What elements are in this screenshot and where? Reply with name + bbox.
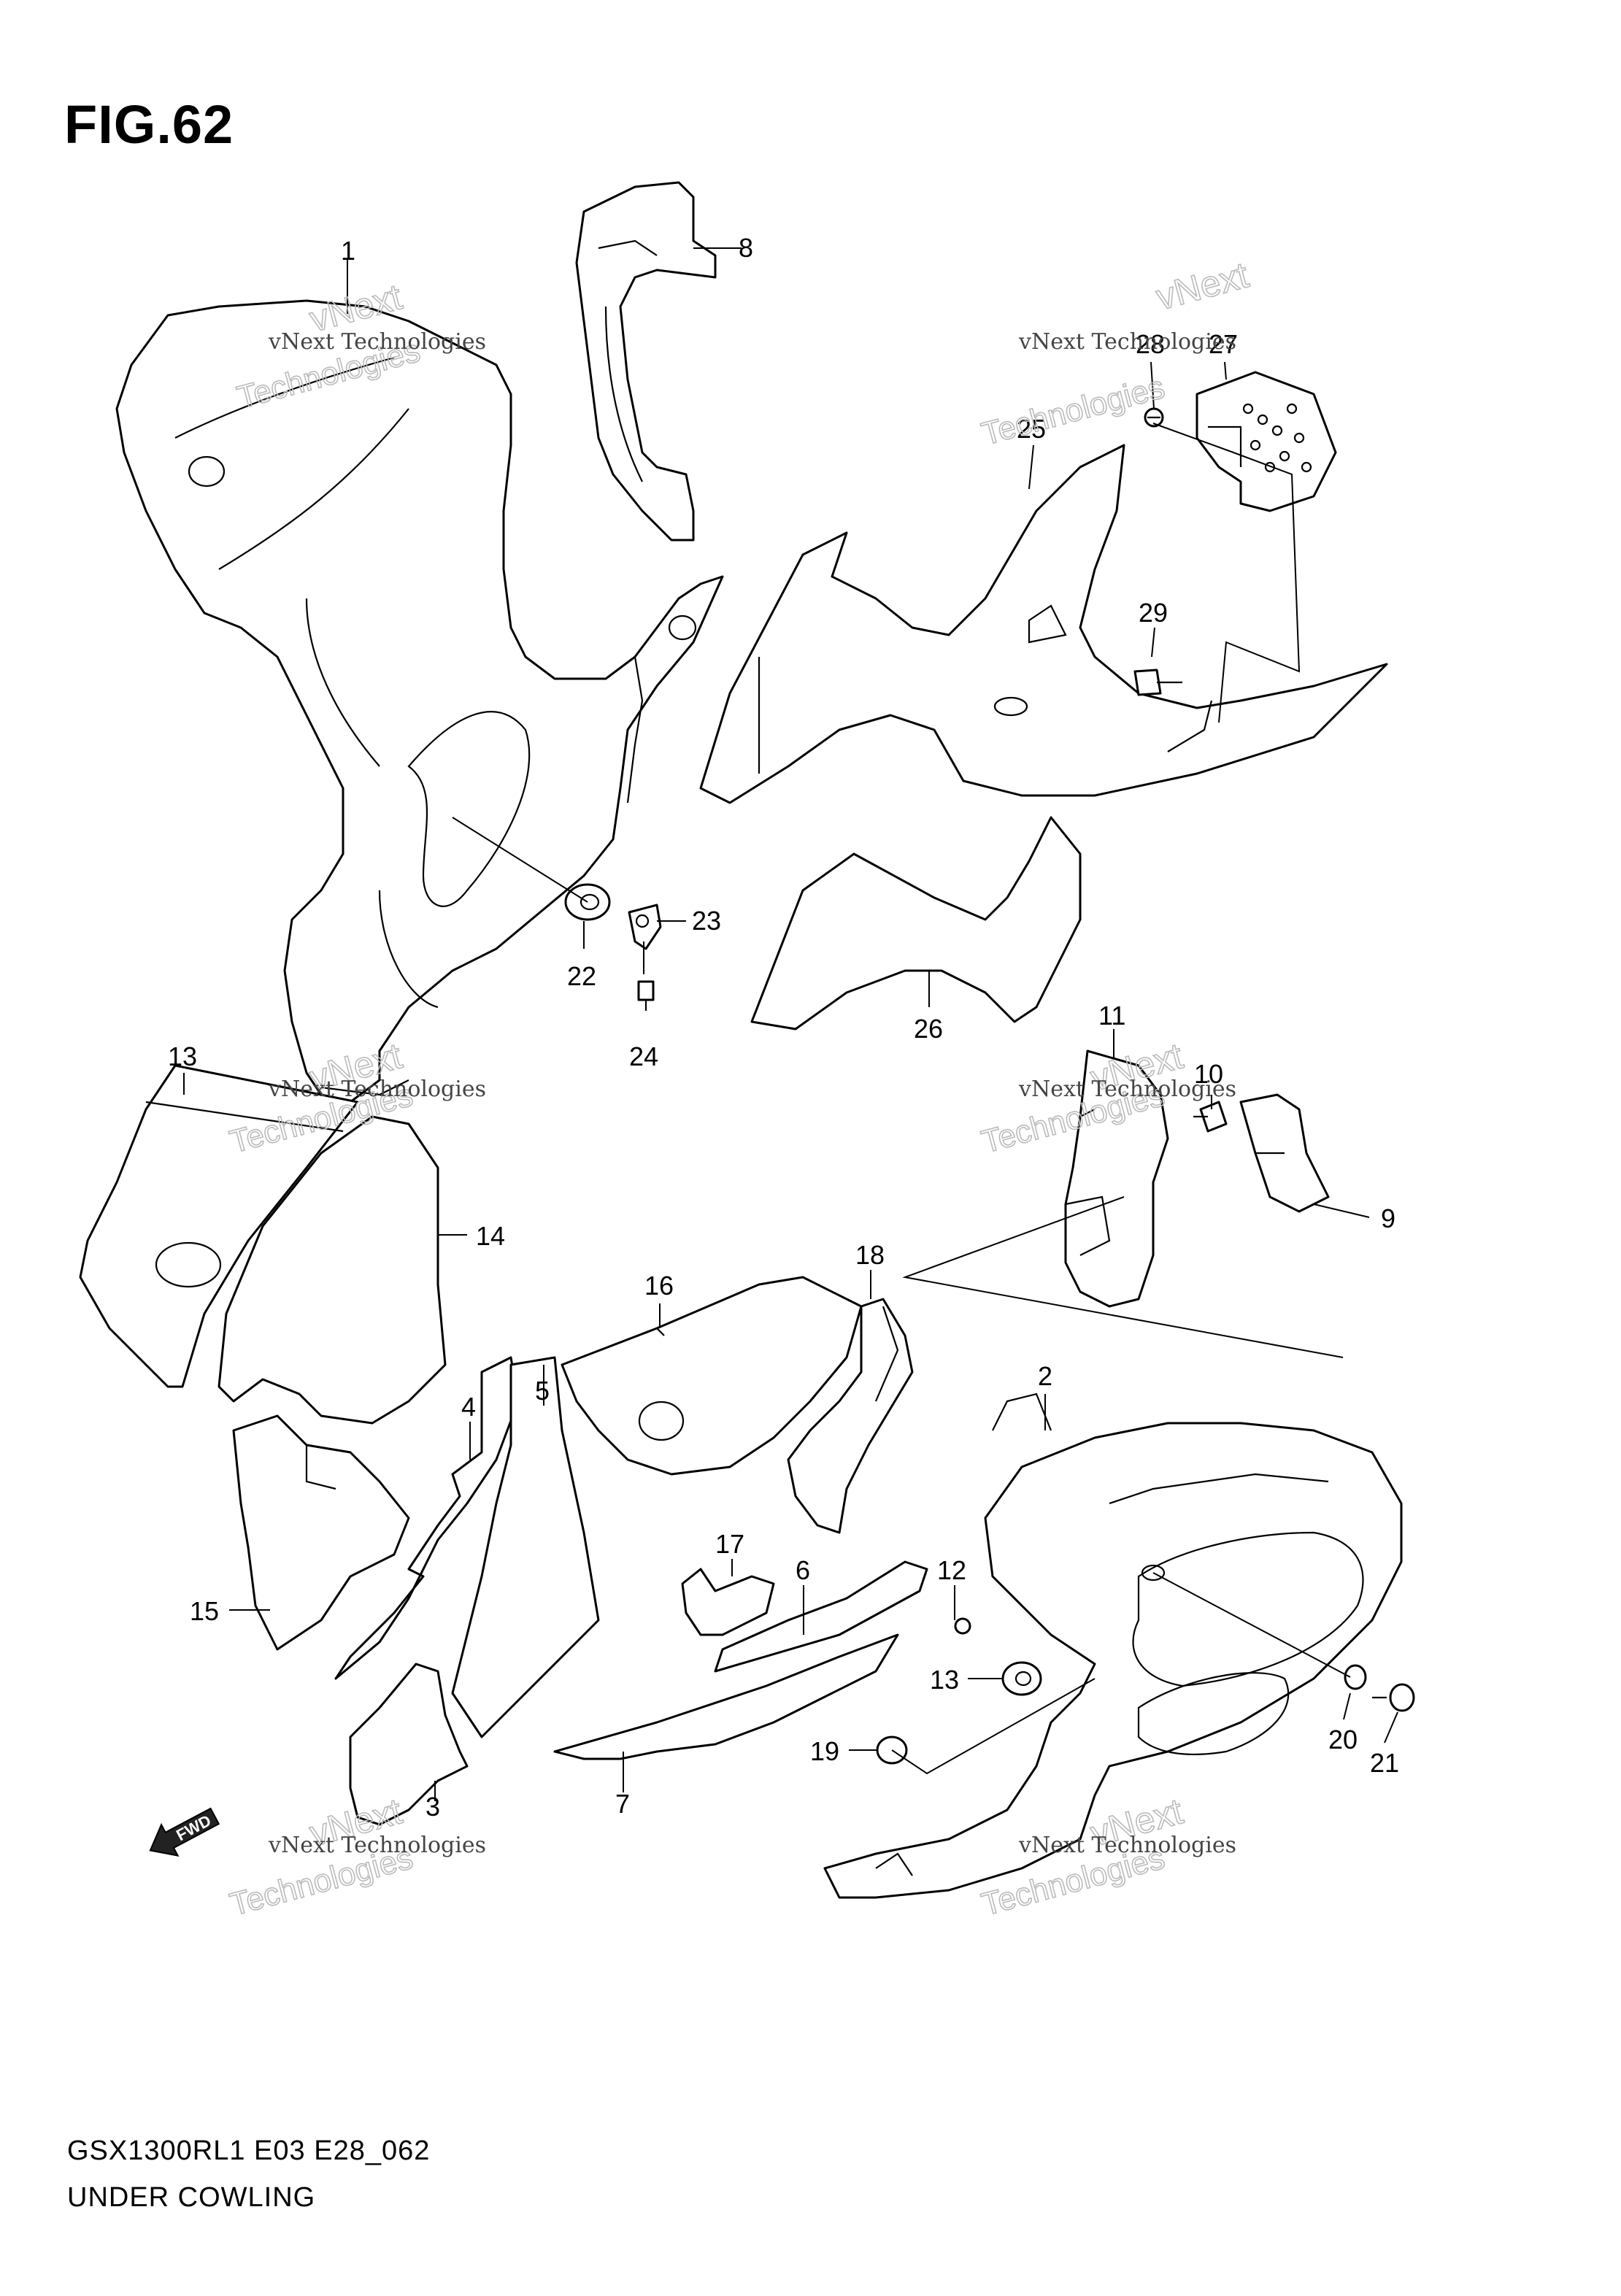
leader-lines (183, 247, 1398, 1801)
part-18-trim[interactable] (787, 1298, 914, 1534)
part-12-screw[interactable] (954, 1617, 971, 1635)
svg-text:vNext Technologies: vNext Technologies (1018, 1833, 1236, 1858)
svg-text:vNext Technologies: vNext Technologies (268, 1833, 486, 1858)
callout-3: 3 (426, 1792, 440, 1822)
part-20-nut[interactable] (1344, 1664, 1367, 1690)
part-26-sheet[interactable] (750, 816, 1082, 1030)
part-2-under-cowling[interactable] (823, 1392, 1403, 1899)
callout-4: 4 (461, 1392, 476, 1422)
callout-5: 5 (535, 1376, 550, 1406)
callout-20: 20 (1328, 1725, 1358, 1754)
svg-text:vNext: vNext (1152, 254, 1252, 317)
callout-23: 23 (692, 906, 721, 936)
callout-15: 15 (190, 1596, 219, 1626)
part-16-side-panel[interactable] (561, 1276, 863, 1476)
part-6-strip[interactable] (714, 1560, 928, 1673)
part-9-bracket[interactable] (1239, 1093, 1330, 1213)
callout-13-lower: 13 (930, 1665, 959, 1695)
model-code: GSX1300RL1 E03 E28_062 (67, 2135, 431, 2166)
callout-29: 29 (1139, 598, 1168, 628)
callout-26: 26 (914, 1014, 943, 1044)
part-13-side-panel[interactable] (79, 1064, 359, 1388)
part-11-bracket[interactable] (1064, 1049, 1169, 1308)
part-28-screw[interactable] (1144, 407, 1164, 428)
callout-9: 9 (1381, 1203, 1395, 1233)
part-1-inner-cowling[interactable] (115, 299, 724, 1103)
part-14-side-panel[interactable] (217, 1115, 447, 1425)
callout-22: 22 (567, 961, 596, 991)
callout-11: 11 (1098, 1001, 1125, 1030)
fwd-label: FWD (173, 1811, 214, 1845)
callout-18: 18 (855, 1240, 885, 1270)
part-27-bracket[interactable] (1195, 371, 1337, 512)
part-17-clip[interactable] (681, 1568, 775, 1636)
svg-text:vNext Technologies: vNext Technologies (268, 1076, 486, 1102)
part-5-inner-panel[interactable] (451, 1356, 600, 1738)
callout-13-upper: 13 (168, 1041, 197, 1071)
callout-1: 1 (341, 236, 355, 266)
callout-7: 7 (615, 1789, 630, 1819)
svg-text:vNext Technologies: vNext Technologies (1018, 1076, 1236, 1102)
fwd-arrow-icon: FWD (149, 1807, 220, 1857)
callout-21: 21 (1370, 1748, 1399, 1778)
callout-labels: 1 2 3 4 5 6 7 8 9 10 11 12 13 13 14 15 1… (168, 233, 1399, 1822)
svg-text:Technologies: Technologies (978, 369, 1168, 452)
part-4-inner-panel[interactable] (334, 1356, 520, 1680)
section-name: UNDER COWLING (67, 2182, 316, 2213)
part-7-strip[interactable] (553, 1633, 899, 1760)
callout-28: 28 (1136, 329, 1165, 359)
part-29-screw[interactable] (1133, 669, 1182, 696)
callout-27: 27 (1209, 329, 1238, 359)
part-13-grommet[interactable] (1001, 1661, 1042, 1696)
callout-8: 8 (739, 233, 753, 263)
svg-text:vNext Technologies: vNext Technologies (1018, 329, 1236, 355)
part-3-inner-panel[interactable] (349, 1663, 469, 1826)
part-24-bolt[interactable] (637, 980, 655, 1011)
callout-16: 16 (644, 1271, 674, 1301)
callout-14: 14 (476, 1221, 505, 1251)
svg-text:vNext Technologies: vNext Technologies (268, 329, 486, 355)
callout-6: 6 (796, 1555, 810, 1585)
callout-25: 25 (1017, 414, 1046, 444)
part-21-screw[interactable] (1372, 1683, 1415, 1712)
callout-17: 17 (715, 1529, 744, 1559)
callout-2: 2 (1038, 1361, 1052, 1391)
callout-24: 24 (629, 1041, 658, 1071)
callout-19: 19 (810, 1736, 839, 1766)
part-25-inner-cowling-right[interactable] (699, 444, 1388, 804)
part-23-nut[interactable] (628, 904, 662, 950)
callout-12: 12 (937, 1555, 966, 1585)
part-10-screw[interactable] (1193, 1101, 1228, 1133)
part-15-plate[interactable] (232, 1414, 410, 1651)
watermark-bottom-left: vNext Technologies vNext Technologies (226, 1790, 486, 1924)
callout-10: 10 (1194, 1059, 1223, 1089)
part-8-duct[interactable] (575, 181, 717, 542)
figure-title: FIG.62 (64, 94, 234, 155)
